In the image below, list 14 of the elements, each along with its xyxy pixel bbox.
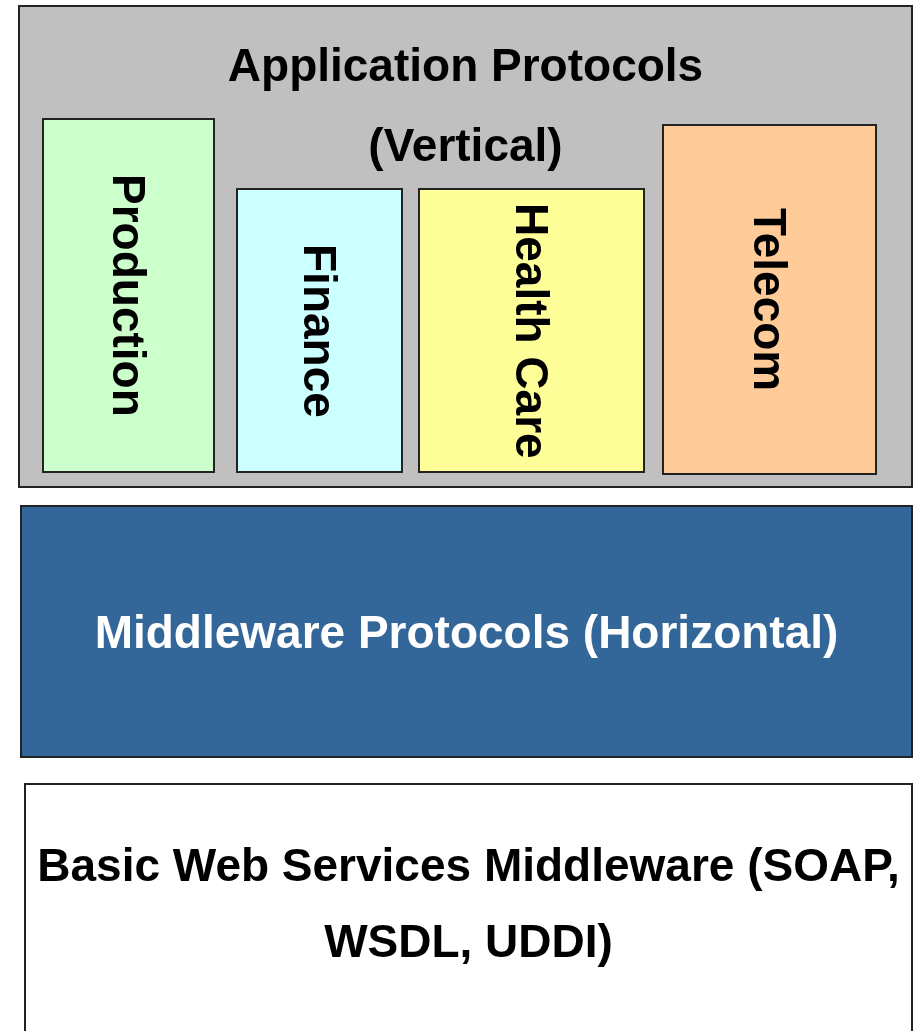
- protocol-box: [418, 188, 645, 473]
- protocol-label: Health Care: [504, 201, 559, 461]
- layer-heading: Application Protocols (Vertical): [226, 38, 705, 173]
- layer-label: Basic Web Services Middleware (SOAP, WSDL, UDDI): [36, 838, 901, 969]
- protocol-box: [236, 188, 403, 473]
- protocol-label: Production: [101, 173, 156, 419]
- layer-panel: [24, 783, 913, 1031]
- protocol-box: [662, 124, 877, 475]
- protocol-label: Telecom: [742, 206, 797, 394]
- layer-panel: [18, 5, 913, 488]
- layer-label: Middleware Protocols (Horizontal): [93, 604, 840, 660]
- protocol-box: [42, 118, 215, 473]
- protocol-label: Finance: [292, 242, 347, 420]
- layer-panel: [20, 505, 913, 758]
